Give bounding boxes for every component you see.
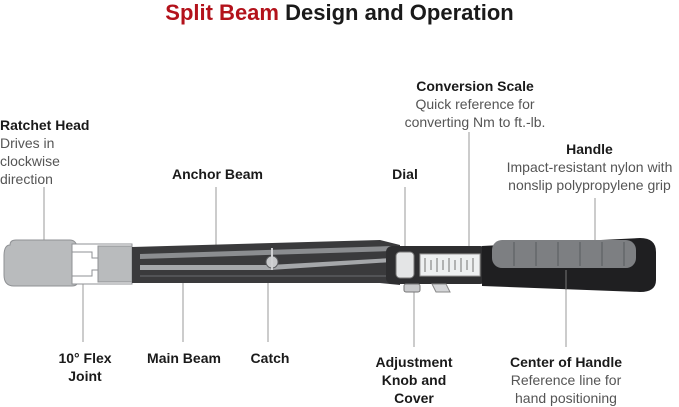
center-of-handle-desc-1: Reference line for	[510, 372, 622, 388]
label-flex-joint: 10° Flex Joint	[40, 349, 130, 385]
main-beam	[140, 258, 392, 270]
flex-joint-heading-1: 10° Flex	[58, 350, 112, 366]
ratchet-head-desc-1: Drives in	[0, 135, 55, 151]
ratchet-head-heading: Ratchet Head	[0, 117, 90, 133]
conversion-scale	[419, 253, 481, 277]
dial-housing	[386, 246, 486, 293]
conversion-scale-heading: Conversion Scale	[416, 78, 534, 94]
dial-heading: Dial	[392, 166, 418, 182]
catch-heading: Catch	[250, 350, 290, 366]
page-title: Split Beam Design and Operation	[0, 0, 679, 26]
main-beam-heading: Main Beam	[147, 350, 221, 366]
label-conversion-scale: Conversion Scale Quick reference for con…	[390, 77, 560, 131]
ratchet-head-desc-3: direction	[0, 171, 53, 187]
label-anchor-beam: Anchor Beam	[160, 165, 275, 183]
conversion-scale-desc-2: converting Nm to ft.-lb.	[404, 114, 546, 130]
label-dial: Dial	[380, 165, 430, 183]
handle	[482, 238, 656, 292]
title-accent: Split Beam	[165, 0, 279, 25]
label-ratchet-head: Ratchet Head Drives in clockwise directi…	[0, 116, 89, 188]
adjustment-knob	[403, 283, 421, 293]
handle-desc-2: nonslip polypropylene grip	[508, 177, 671, 193]
beams	[132, 240, 400, 285]
label-center-of-handle: Center of Handle Reference line for hand…	[492, 353, 640, 407]
center-of-handle-desc-2: hand positioning	[515, 390, 617, 406]
center-of-handle-heading: Center of Handle	[509, 354, 622, 370]
label-catch: Catch	[238, 349, 302, 367]
label-main-beam: Main Beam	[134, 349, 234, 367]
adjustment-knob-heading-1: Adjustment	[375, 354, 453, 370]
handle-heading: Handle	[566, 141, 613, 157]
handle-grip	[492, 240, 636, 268]
leader-lines	[43, 132, 596, 347]
adjustment-knob-heading-3: Cover	[394, 390, 434, 406]
ratchet-head	[3, 239, 133, 287]
anchor-beam-heading: Anchor Beam	[171, 166, 264, 182]
label-adjustment-knob: Adjustment Knob and Cover	[362, 353, 466, 407]
label-handle: Handle Impact-resistant nylon with nonsl…	[500, 140, 679, 194]
ratchet-head-desc-2: clockwise	[0, 153, 60, 169]
title-rest: Design and Operation	[285, 0, 514, 25]
dial	[395, 251, 415, 279]
flex-joint-heading-2: Joint	[68, 368, 102, 384]
conversion-scale-desc-1: Quick reference for	[415, 96, 535, 112]
adjustment-knob-heading-2: Knob and	[381, 372, 447, 388]
anchor-beam	[140, 246, 392, 259]
handle-desc-1: Impact-resistant nylon with	[506, 159, 673, 175]
